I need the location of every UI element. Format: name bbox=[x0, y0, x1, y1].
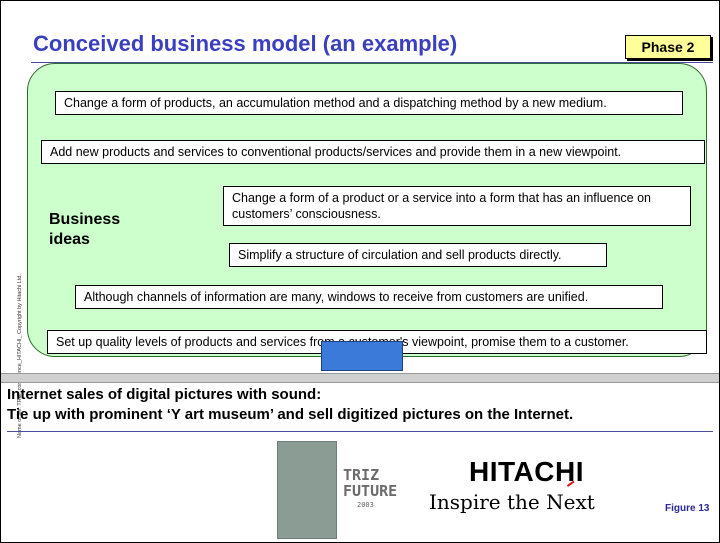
hitachi-logo: HITACHI bbox=[469, 456, 584, 487]
triz-future-logo bbox=[277, 441, 337, 539]
business-ideas-label: Business ideas bbox=[49, 210, 169, 250]
figure-label: Figure 13 bbox=[665, 503, 710, 514]
idea-box-5: Although channels of information are man… bbox=[75, 285, 663, 309]
triz-year: 2003 bbox=[357, 501, 374, 509]
business-label-line1: Business bbox=[49, 211, 121, 228]
idea-box-1: Change a form of products, an accumulati… bbox=[55, 91, 683, 115]
hitachi-tagline: Inspire the Next bbox=[429, 490, 595, 514]
triz-future-logo-text: TRIZ FUTURE bbox=[343, 466, 398, 500]
phase-badge: Phase 2 bbox=[625, 35, 711, 59]
result-statement: Internet sales of digital pictures with … bbox=[7, 385, 717, 425]
title-divider bbox=[31, 62, 713, 63]
separator-band bbox=[1, 373, 719, 383]
footer-divider bbox=[7, 431, 713, 432]
idea-box-3: Change a form of a product or a service … bbox=[223, 186, 691, 226]
copyright-side-note: Name of file: TRIZ_conference_HITACHI_ C… bbox=[17, 274, 23, 438]
business-label-line2: ideas bbox=[49, 231, 90, 248]
down-arrow-icon bbox=[321, 341, 403, 371]
result-line-2: Tie up with prominent ‘Y art museum’ and… bbox=[7, 406, 574, 423]
idea-box-2: Add new products and services to convent… bbox=[41, 140, 705, 164]
idea-box-4: Simplify a structure of circulation and … bbox=[229, 243, 607, 267]
result-line-1: Internet sales of digital pictures with … bbox=[7, 386, 322, 403]
slide-title: Conceived business model (an example) bbox=[33, 31, 458, 56]
